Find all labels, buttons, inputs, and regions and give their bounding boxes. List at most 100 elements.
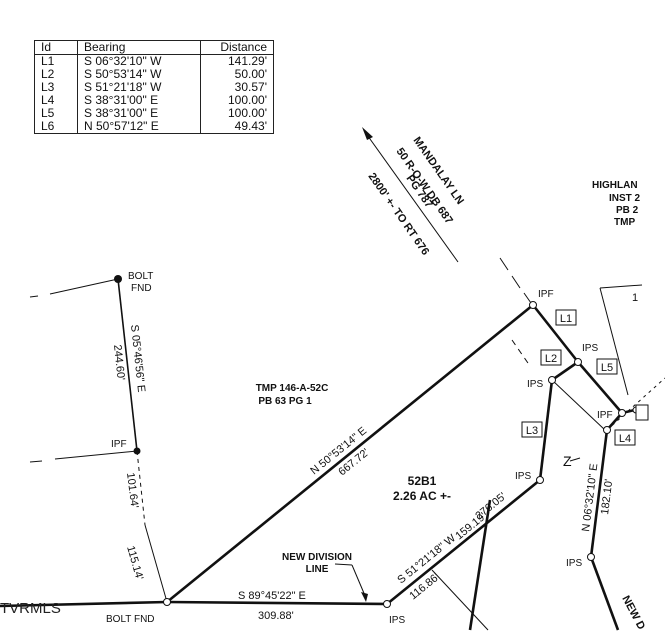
south-boundary-west <box>0 600 168 608</box>
road-dash-1 <box>499 257 509 271</box>
west-lower-line <box>144 524 168 603</box>
road-arrow-line <box>364 131 459 263</box>
ips-bottom-marker <box>383 600 391 608</box>
partial-right-text: 1 <box>632 292 638 304</box>
ips-l4-label: IPS <box>582 343 598 354</box>
ipf-right-label: IPF <box>597 410 613 421</box>
bolt-fnd-top-label-2: FND <box>131 283 152 294</box>
west-bearing: S 05°46'56" E <box>128 324 147 393</box>
ips-l2-label: IPS <box>527 379 543 390</box>
l2-line <box>551 360 579 382</box>
row-bearing: S 38°31'00" E <box>77 94 201 107</box>
thin-line-ipf <box>551 379 606 431</box>
ips-l1-label: IPS <box>515 471 531 482</box>
ips-l1-marker <box>536 476 544 484</box>
bolt-fnd-top-marker <box>114 275 122 283</box>
ipf-left-marker <box>133 447 141 455</box>
right-dash <box>606 377 665 431</box>
row-id: L6 <box>34 120 78 134</box>
west-distance: 244.60' <box>111 344 127 381</box>
east-distance: 182.10' <box>599 478 615 515</box>
row-id: L5 <box>34 107 78 120</box>
row-id: L3 <box>34 81 78 94</box>
row-distance: 100.00' <box>200 94 274 107</box>
adjacent-parcel-pb: PB 63 PG 1 <box>258 396 312 407</box>
highland-line-2: INST 2 <box>609 193 641 204</box>
ips-right-label: IPS <box>566 558 582 569</box>
l1-box <box>521 421 543 438</box>
new-division-line-2: LINE <box>306 564 329 575</box>
l5-label: L5 <box>601 362 613 374</box>
west-lower-1: 101.64' <box>124 472 140 509</box>
division-leader <box>334 563 353 566</box>
west-top-line <box>49 278 119 295</box>
l5-box <box>596 358 618 375</box>
row-distance: 30.57' <box>200 81 274 94</box>
bolt-fnd-bottom-label: BOLT FND <box>106 614 155 625</box>
table-row: L1 S 06°32'10" W 141.29' <box>34 54 274 68</box>
l6-partial-box <box>635 404 649 421</box>
row-bearing: N 50°57'12" E <box>77 120 201 134</box>
south-boundary-main <box>166 600 388 606</box>
z-tick <box>569 457 581 462</box>
ipf-top-label: IPF <box>538 289 554 300</box>
west-boundary <box>117 278 138 452</box>
east-lower <box>589 556 620 631</box>
table-row: L3 S 51°21'18" W 30.57' <box>34 81 274 94</box>
bolt-fnd-top-label-1: BOLT <box>128 271 153 282</box>
new-road-partial: NEW D <box>619 594 647 632</box>
row-id: L4 <box>34 94 78 107</box>
main-parcel-area: 2.26 AC +- <box>393 489 451 503</box>
main-parcel-id: 52B1 <box>408 474 437 488</box>
l3-end-marker <box>603 426 611 434</box>
l5-line <box>577 361 623 414</box>
header-distance: Distance <box>200 40 274 55</box>
line-table-header: Id Bearing Distance <box>34 40 274 55</box>
west-mid-line <box>54 450 138 460</box>
south-bearing: S 89°45'22" E <box>238 590 306 602</box>
table-row: L4 S 38°31'00" E 100.00' <box>34 94 274 107</box>
lower-thin-line <box>431 569 489 631</box>
ips-right-marker <box>587 553 595 561</box>
far-right-line <box>599 287 629 396</box>
highland-line-3: PB 2 <box>616 205 639 216</box>
table-row: L2 S 50°53'14" W 50.00' <box>34 68 274 81</box>
ips-l4-marker <box>574 358 582 366</box>
l3-box <box>614 429 636 446</box>
row-dash <box>511 339 531 367</box>
adjacent-parcel-id: TMP 146-A-52C <box>256 383 329 394</box>
row-distance: 100.00' <box>200 107 274 120</box>
ips-bottom-label: IPS <box>389 615 405 626</box>
z-mark: Z <box>563 453 572 469</box>
l1-line <box>538 379 554 481</box>
l1-label: L3 <box>526 425 538 437</box>
l2-label: L2 <box>545 353 557 365</box>
far-right-top <box>599 284 643 289</box>
row-distance: 50.00' <box>200 68 274 81</box>
header-id: Id <box>34 40 78 55</box>
l4-label: L1 <box>560 313 572 325</box>
row-distance: 141.29' <box>200 54 274 68</box>
header-bearing: Bearing <box>77 40 201 55</box>
highland-line-1: HIGHLAN <box>592 180 638 191</box>
table-row: L6 N 50°57'12" E 49.43' <box>34 120 274 134</box>
west-lower-2: 115.14' <box>124 545 145 582</box>
l4-line <box>531 304 580 363</box>
line-table: Id Bearing Distance L1 S 06°32'10" W 141… <box>34 40 274 134</box>
division-leader-2 <box>351 564 367 599</box>
south-distance: 309.88' <box>258 610 294 622</box>
ipf-top-marker <box>529 301 537 309</box>
road-arrow-head <box>362 127 373 140</box>
table-row: L5 S 38°31'00" E 100.00' <box>34 107 274 120</box>
ipf-right-marker <box>618 409 626 417</box>
row-bearing: S 06°32'10" W <box>77 54 201 68</box>
new-division-line-1: NEW DIVISION <box>282 552 352 563</box>
diagonal-boundary <box>166 303 534 604</box>
watermark: TVRMLS <box>0 600 61 617</box>
l4-box <box>555 309 577 326</box>
east-boundary <box>589 429 609 558</box>
se-boundary <box>386 478 541 606</box>
row-bearing: S 38°31'00" E <box>77 107 201 120</box>
highland-line-4: TMP <box>614 217 635 228</box>
